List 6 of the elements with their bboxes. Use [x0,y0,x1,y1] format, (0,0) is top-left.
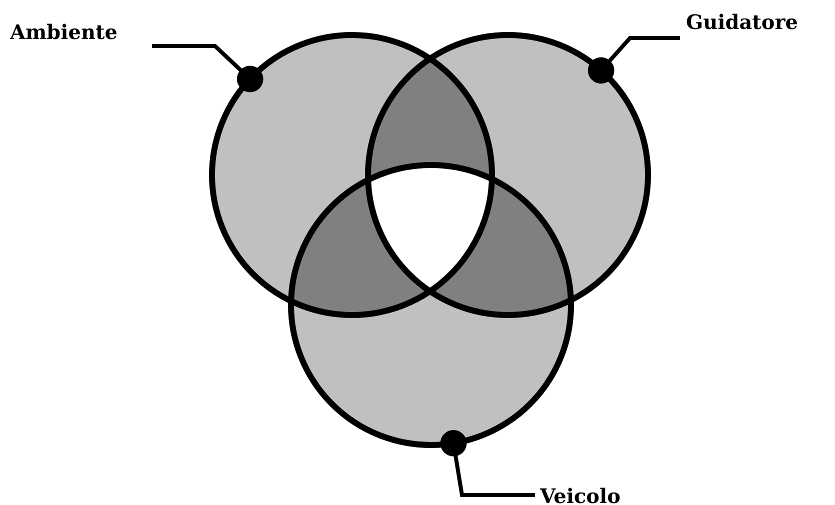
leader-line [152,44,264,92]
set-label: Guidatore [686,10,798,34]
leader-line [440,430,535,497]
leader-line [588,36,680,84]
set-label: Veicolo [540,484,620,505]
set-label: Ambiente [10,20,118,44]
